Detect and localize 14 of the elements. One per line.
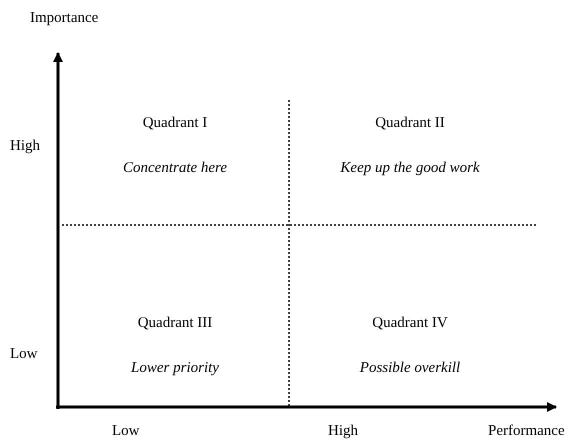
quadrant-title: Quadrant I [142, 115, 208, 131]
quadrant-title: Quadrant II [375, 115, 445, 131]
quadrant-title: Quadrant III [138, 315, 212, 331]
quadrant-description: Keep up the good work [340, 160, 480, 176]
axis-tick-label: Low [10, 346, 38, 363]
axis-tick-label: High [328, 423, 358, 440]
axis-tick-label: High [10, 138, 40, 155]
quadrant-description: Concentrate here [123, 160, 227, 176]
quadrant-description: Lower priority [131, 360, 219, 376]
axis-tick-label: Low [112, 423, 140, 440]
axis-title: Performance [488, 423, 565, 440]
quadrant-description: Possible overkill [360, 360, 460, 376]
axis-title: Importance [30, 10, 98, 27]
quadrant-title: Quadrant IV [372, 315, 448, 331]
